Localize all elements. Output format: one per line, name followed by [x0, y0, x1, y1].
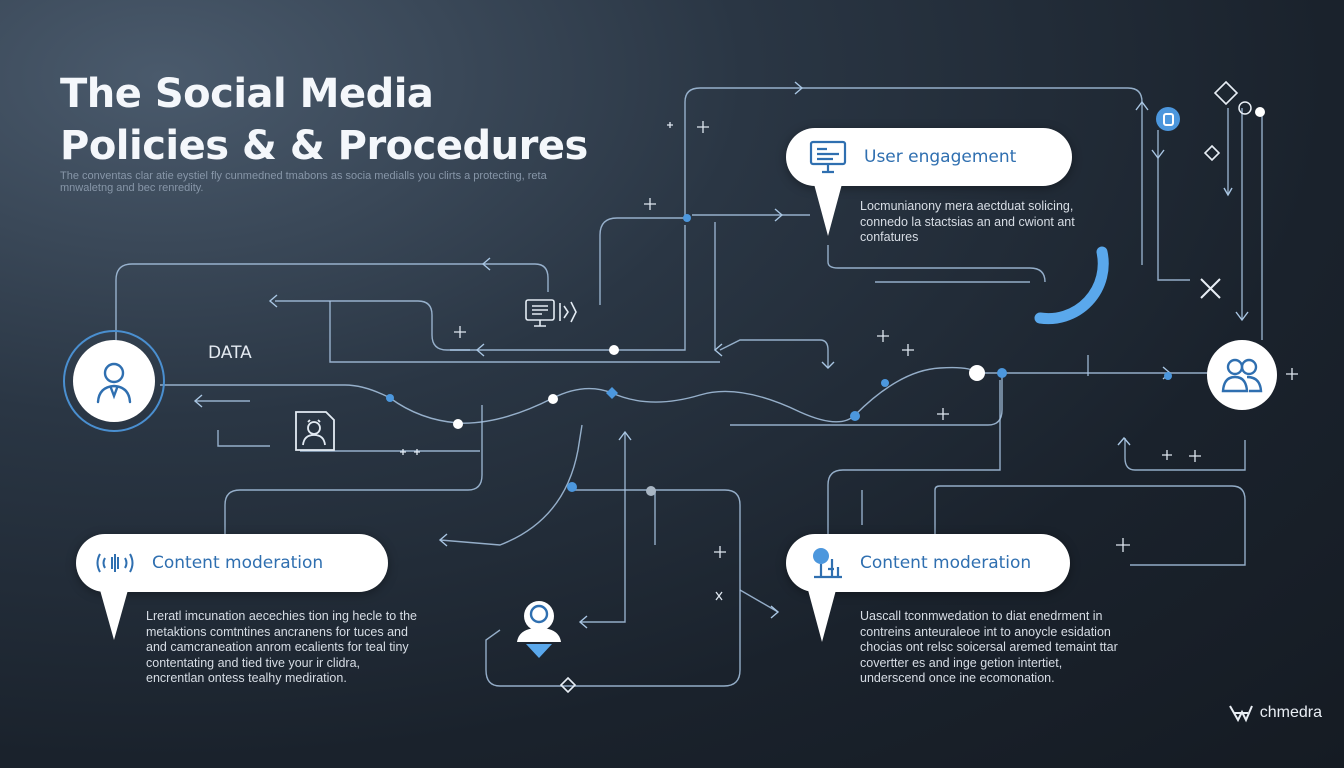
content-moderation-left-label: Content moderation [152, 553, 324, 573]
lock-badge-icon [1156, 107, 1180, 131]
signal-icon [96, 553, 134, 573]
desktop-icon [809, 140, 847, 174]
user-avatar-icon [73, 340, 155, 422]
title-line-1: The Social Media [60, 71, 434, 117]
user-engagement-label: User engagement [864, 147, 1017, 167]
user-avatar-node [63, 330, 165, 432]
data-label: DATA [208, 343, 252, 363]
group-icon [1221, 358, 1263, 393]
user-engagement-tail [814, 184, 842, 236]
user-engagement-bubble: User engagement [786, 128, 1072, 186]
brand-logo-icon [1228, 705, 1253, 723]
title-line-2: Policies & & Procedures [60, 123, 588, 169]
group-node [1207, 340, 1277, 410]
page-subtitle: The conventas clar atie eystiel fly cunm… [60, 170, 547, 194]
user-profile-card-icon [292, 408, 338, 459]
brand-logo: chmedra [1228, 702, 1322, 724]
arc-icon [1034, 246, 1109, 325]
content-moderation-left-description: Lreratl imcunation aecechies tion ing he… [146, 609, 417, 685]
page-title: The Social Media Policies & & Procedures [60, 68, 588, 172]
person-icon [514, 598, 564, 665]
analytics-person-icon [813, 548, 842, 579]
content-moderation-right-tail [808, 590, 836, 642]
monitor-icon [524, 297, 580, 334]
content-moderation-left-tail [100, 590, 128, 640]
content-moderation-right-description: Uascall tconmwedation to diat enedrment … [860, 609, 1118, 685]
brand-name: chmedra [1259, 704, 1322, 721]
content-moderation-right-label: Content moderation [860, 553, 1032, 573]
content-moderation-left-bubble: Content moderation [76, 534, 388, 592]
content-moderation-right-bubble: Content moderation [786, 534, 1070, 592]
user-engagement-description: Locmunianony mera aectduat solicing, con… [860, 199, 1075, 244]
